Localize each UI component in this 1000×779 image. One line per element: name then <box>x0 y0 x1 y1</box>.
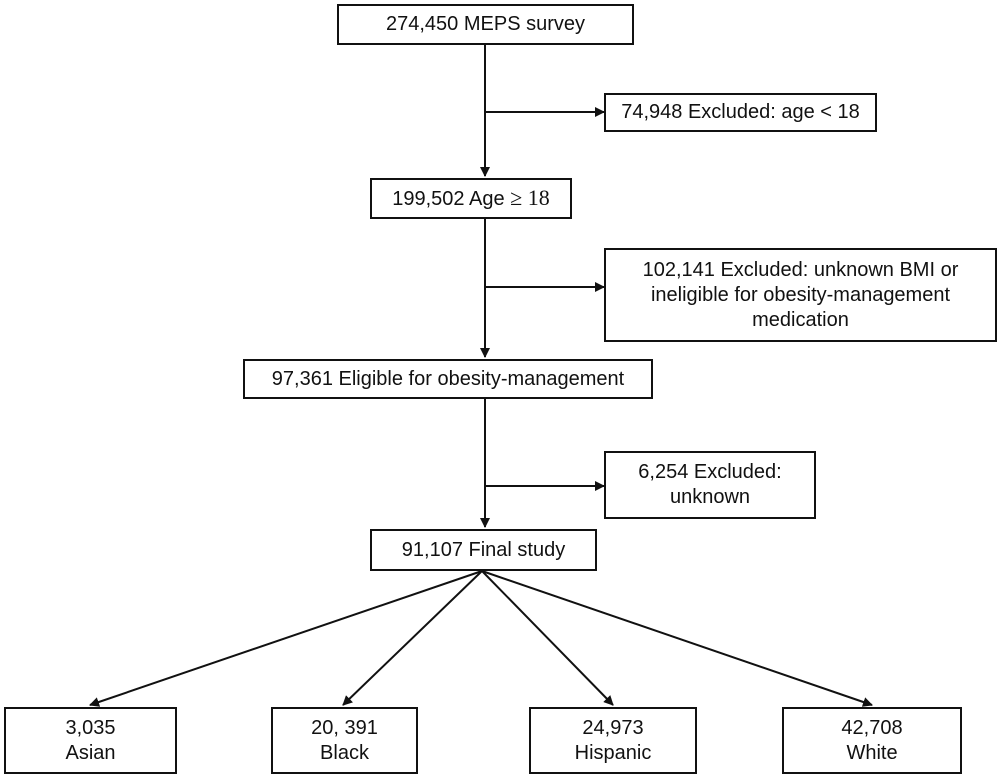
group-label-asian: Asian <box>65 741 116 764</box>
excluded-bmi-line1: 102,141 Excluded: unknown BMI or <box>642 258 959 281</box>
excluded-bmi-line3: medication <box>752 308 849 331</box>
adults-text: 199,502 Age ≥ 18 <box>392 185 549 212</box>
adults-count: 199,502 <box>392 188 465 210</box>
survey-text: 274,450 MEPS survey <box>386 13 585 35</box>
group-label-white: White <box>846 741 898 764</box>
excluded-age-box: 74,948 Excluded: age < 18 <box>604 93 877 132</box>
arrow-final-to-asian <box>89 570 483 707</box>
group-count-asian: 3,035 <box>65 716 116 739</box>
final-study-text: 91,107 Final study <box>401 538 566 561</box>
group-count-white: 42,708 <box>841 716 903 739</box>
arrow-final-to-hispanic <box>481 570 614 706</box>
adults-label: Age <box>469 188 505 210</box>
survey-box: 274,450 MEPS survey <box>337 4 634 45</box>
adults-condition: ≥ 18 <box>510 185 550 210</box>
excluded-bmi-box: 102,141 Excluded: unknown BMI or ineligi… <box>604 248 997 342</box>
group-count-black: 20, 391 <box>311 716 378 739</box>
group-box-black: 20, 391 Black <box>271 707 418 774</box>
excluded-age-text: 74,948 Excluded: age < 18 <box>621 101 860 123</box>
group-box-asian: 3,035 Asian <box>4 707 177 774</box>
adults-box: 199,502 Age ≥ 18 <box>370 178 572 219</box>
group-count-hispanic: 24,973 <box>582 716 644 739</box>
group-box-hispanic: 24,973 Hispanic <box>529 707 697 774</box>
excluded-unknown-line1: 6,254 Excluded: <box>638 461 782 483</box>
arrow-final-to-black <box>342 570 483 706</box>
excluded-unknown-line2: unknown <box>669 486 751 508</box>
final-study-box: 91,107 Final study <box>370 529 597 571</box>
group-box-white: 42,708 White <box>782 707 962 774</box>
group-label-hispanic: Hispanic <box>574 741 652 764</box>
arrow-final-to-white <box>481 570 873 707</box>
eligible-box: 97,361 Eligible for obesity-management <box>243 359 653 399</box>
eligible-text: 97,361 Eligible for obesity-management <box>271 367 625 390</box>
excluded-unknown-box: 6,254 Excluded: unknown <box>604 451 816 519</box>
group-label-black: Black <box>320 741 369 764</box>
excluded-bmi-line2: ineligible for obesity-management <box>650 283 951 306</box>
